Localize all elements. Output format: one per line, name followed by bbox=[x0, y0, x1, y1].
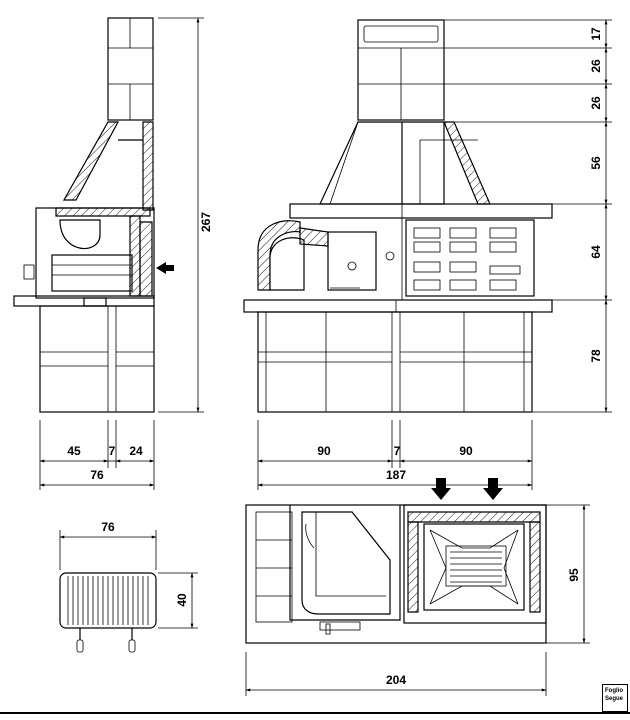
dim-front-width-total: 187 bbox=[386, 468, 406, 482]
dim-side-depth-left: 45 bbox=[67, 444, 81, 458]
front-view: 90 7 90 187 17 26 26 56 64 78 bbox=[243, 19, 612, 490]
down-arrow-icon bbox=[431, 478, 451, 500]
dim-side-height-total: 267 bbox=[199, 212, 213, 232]
side-view: 267 45 7 24 76 bbox=[13, 17, 213, 490]
dim-right-seg-3: 26 bbox=[589, 96, 603, 110]
dim-side-depth-right: 24 bbox=[129, 444, 143, 458]
sheet-tag-line1: Foglio bbox=[605, 688, 623, 694]
plan-view: 95 204 bbox=[245, 478, 590, 696]
dim-right-seg-1: 17 bbox=[589, 27, 603, 41]
dim-plan-width: 204 bbox=[386, 673, 406, 687]
dim-side-depth-mid: 7 bbox=[109, 444, 116, 458]
sheet-tag: Foglio Segue bbox=[602, 684, 628, 712]
grille-bars bbox=[67, 576, 149, 625]
log-stack bbox=[413, 227, 521, 291]
dim-front-width-left: 90 bbox=[317, 444, 331, 458]
dim-front-width-mid: 7 bbox=[394, 444, 401, 458]
airflow-arrow-icon bbox=[156, 262, 174, 274]
dim-right-seg-6: 78 bbox=[589, 349, 603, 363]
bottom-rule bbox=[0, 712, 630, 714]
down-arrow-icon bbox=[483, 478, 503, 500]
dim-plan-depth: 95 bbox=[567, 568, 581, 582]
sheet-tag-line2: Segue bbox=[605, 696, 624, 702]
dim-grille-height: 40 bbox=[175, 593, 189, 607]
dim-front-width-right: 90 bbox=[459, 444, 473, 458]
dim-right-seg-4: 56 bbox=[589, 156, 603, 170]
dim-grille-width: 76 bbox=[101, 520, 115, 534]
dim-right-seg-5: 64 bbox=[589, 245, 603, 259]
grille-view: 76 40 bbox=[59, 520, 198, 653]
dim-side-depth-total: 76 bbox=[90, 468, 104, 482]
dim-right-seg-2: 26 bbox=[589, 59, 603, 73]
